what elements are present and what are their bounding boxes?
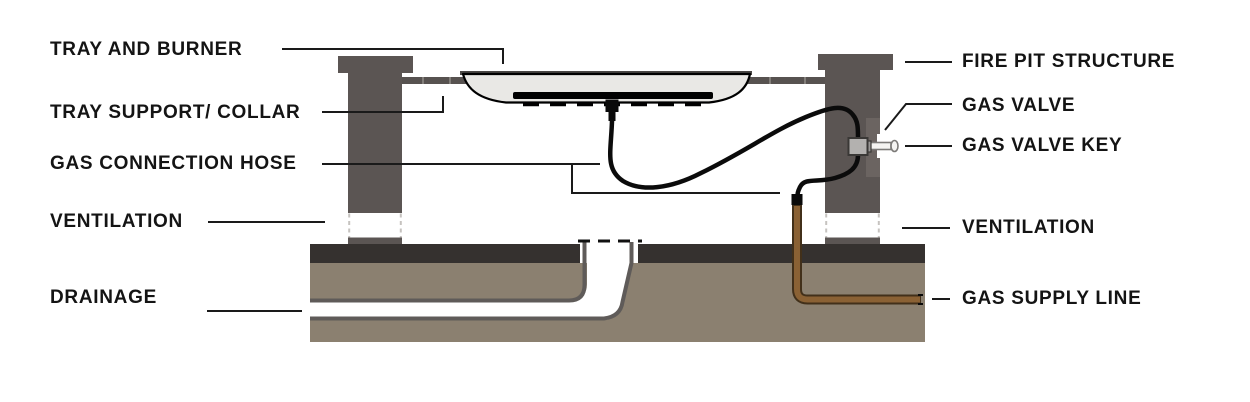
collar-bar-right bbox=[744, 77, 825, 84]
label-fire-pit-structure: FIRE PIT STRUCTURE bbox=[962, 51, 1176, 72]
label-tray-and-burner: TRAY AND BURNER bbox=[50, 39, 243, 60]
label-gas-valve: GAS VALVE bbox=[962, 95, 1076, 116]
label-tray-support-collar: TRAY SUPPORT/ COLLAR bbox=[50, 102, 301, 123]
burner-gas-fitting-lower bbox=[608, 112, 616, 121]
left-pillar-body bbox=[338, 56, 413, 213]
hose-to-pipe-fitting bbox=[791, 194, 803, 205]
gas-valve-body bbox=[847, 137, 869, 156]
right-pillar-base bbox=[825, 237, 880, 244]
hose-upper-section bbox=[608, 105, 861, 190]
leader-gas-valve bbox=[884, 103, 952, 131]
label-ventilation-left: VENTILATION bbox=[50, 211, 183, 232]
gas-supply-pipe bbox=[791, 194, 923, 305]
label-drainage: DRAINAGE bbox=[50, 287, 157, 308]
burner-gas-fitting-upper bbox=[605, 99, 619, 112]
label-gas-connection-hose: GAS CONNECTION HOSE bbox=[50, 153, 297, 174]
collar-bar-left bbox=[402, 77, 468, 84]
gas-pipe-fill bbox=[794, 206, 920, 303]
leader-tray-and-burner bbox=[282, 48, 504, 64]
gas-valve-assembly bbox=[847, 134, 899, 158]
leader-gas-connection-hose-branch bbox=[571, 164, 780, 194]
drain-left-wall-outline bbox=[310, 242, 587, 303]
gas-connection-hose-curves bbox=[608, 105, 861, 200]
ground-section bbox=[310, 239, 925, 342]
pipe-end-mark-bottom bbox=[918, 303, 923, 305]
label-ventilation-right: VENTILATION bbox=[962, 217, 1095, 238]
burner-bar bbox=[513, 92, 713, 99]
patio-surface-left bbox=[310, 244, 580, 263]
hose-lower-section bbox=[795, 152, 861, 200]
tray-and-burner-assembly bbox=[460, 71, 752, 121]
soil-lower-and-right bbox=[310, 263, 925, 342]
drain-right-wall-outline bbox=[310, 242, 634, 321]
soil-upper-left bbox=[310, 263, 587, 299]
left-pillar bbox=[338, 56, 413, 244]
label-gas-supply-line: GAS SUPPLY LINE bbox=[962, 288, 1142, 309]
gas-valve-key-handle bbox=[890, 139, 899, 153]
leader-lines bbox=[207, 48, 952, 312]
right-pillar-body bbox=[818, 54, 893, 213]
left-pillar-base bbox=[348, 237, 402, 244]
pipe-end-mark-top bbox=[918, 294, 923, 296]
tray-support-collar-bars bbox=[402, 77, 825, 84]
leader-tray-support-collar bbox=[322, 96, 444, 113]
patio-surface-right bbox=[638, 244, 925, 263]
label-gas-valve-key: GAS VALVE KEY bbox=[962, 135, 1123, 156]
